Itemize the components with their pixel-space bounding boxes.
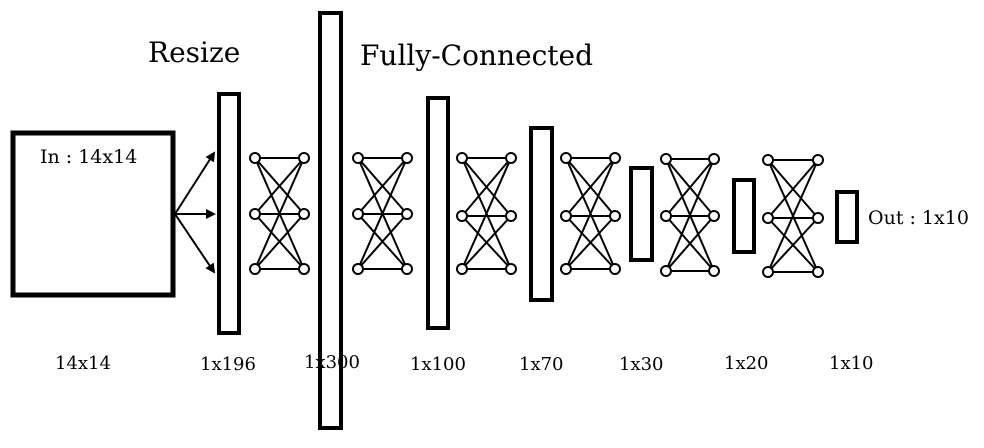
connection-line	[357, 157, 408, 270]
input-node	[352, 208, 364, 220]
connection-line	[461, 215, 512, 270]
output-node	[401, 263, 413, 275]
connection-line	[461, 157, 512, 270]
size-label-fc4: 1x30	[619, 354, 664, 375]
connection-line	[665, 158, 715, 217]
layer-bar-1x100	[426, 96, 450, 330]
arrow-up	[174, 151, 216, 215]
size-label-resize: 1x196	[200, 354, 256, 375]
layer-bar-1x20	[732, 178, 756, 254]
output-node	[708, 210, 720, 222]
output-node	[298, 208, 310, 220]
output-node	[401, 208, 413, 220]
fc-connection-groups	[249, 152, 824, 278]
connection-line	[665, 158, 715, 272]
layer-bar-1x300	[318, 11, 343, 430]
output-node	[401, 152, 413, 164]
fc-group-6	[762, 154, 824, 278]
output-node	[505, 152, 517, 164]
layer-bar-1x30	[629, 166, 654, 262]
fc-group-1	[249, 152, 310, 275]
output-node	[298, 263, 310, 275]
output-node	[708, 153, 720, 165]
connection-line	[254, 157, 305, 215]
input-node	[249, 152, 261, 164]
output-node	[812, 154, 824, 166]
size-label-input: 14x14	[55, 353, 111, 374]
connection-line	[767, 159, 819, 219]
fc-group-2	[352, 152, 413, 275]
output-node	[298, 152, 310, 164]
connection-line	[767, 159, 819, 273]
connection-line	[565, 215, 616, 270]
output-node	[609, 152, 621, 164]
connection-line	[254, 157, 305, 270]
input-node	[456, 210, 468, 222]
output-node	[708, 265, 720, 277]
connection-line	[357, 213, 408, 270]
output-node	[812, 266, 824, 278]
output-label: Out : 1x10	[868, 207, 969, 229]
input-node	[249, 208, 261, 220]
input-node	[762, 154, 774, 166]
layer-bar-1x70	[529, 126, 554, 302]
size-label-fc5: 1x20	[724, 353, 769, 374]
input-box	[10, 130, 176, 298]
connection-line	[565, 157, 616, 217]
connection-line	[767, 217, 819, 273]
connection-line	[254, 213, 305, 270]
layer-bar-1x10	[835, 190, 859, 244]
input-node	[456, 152, 468, 164]
size-label-fc2: 1x100	[410, 354, 466, 375]
input-node	[660, 153, 672, 165]
input-node	[560, 152, 572, 164]
connection-line	[461, 157, 512, 217]
connection-line	[565, 157, 616, 270]
resize-arrows	[174, 151, 216, 274]
input-label: In : 14x14	[40, 146, 137, 168]
fc-group-5	[660, 153, 720, 277]
fc-group-4	[560, 152, 621, 275]
input-node	[762, 212, 774, 224]
arrow-down	[174, 213, 216, 274]
input-node	[762, 266, 774, 278]
connection-line	[665, 215, 715, 272]
fully-connected-title: Fully-Connected	[360, 39, 593, 72]
output-node	[505, 263, 517, 275]
input-node	[660, 265, 672, 277]
input-node	[560, 210, 572, 222]
output-node	[505, 210, 517, 222]
size-label-fc3: 1x70	[519, 354, 564, 375]
input-node	[660, 210, 672, 222]
input-node	[249, 263, 261, 275]
input-node	[352, 152, 364, 164]
output-node	[812, 212, 824, 224]
resize-title: Resize	[148, 36, 240, 69]
input-node	[560, 263, 572, 275]
connection-line	[357, 157, 408, 215]
fc-group-3	[456, 152, 517, 275]
size-label-fc1: 1x300	[304, 352, 360, 373]
size-label-output: 1x10	[829, 353, 874, 374]
output-node	[609, 263, 621, 275]
output-node	[609, 210, 621, 222]
input-node	[456, 263, 468, 275]
layer-bar-1x196	[217, 92, 241, 335]
input-node	[352, 263, 364, 275]
